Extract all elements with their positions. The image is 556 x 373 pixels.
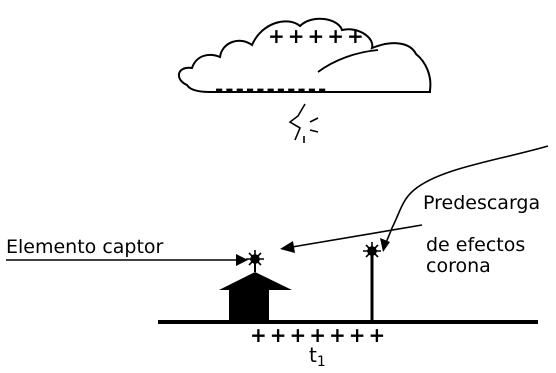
label-elemento-captor: Elemento captor (6, 236, 164, 258)
cloud-inner-line (317, 49, 379, 73)
house-corona-icon (246, 250, 264, 268)
corona-arrow-line (291, 224, 423, 248)
label-predescarga: Predescarga (423, 192, 541, 214)
label-corona: corona (426, 255, 491, 277)
cloud-outline (178, 17, 432, 93)
cloud-positive-charges: +++++ (268, 24, 367, 48)
house-body (229, 287, 269, 321)
ground-positive-charges: +++++++ (250, 323, 389, 347)
cloud-negative-charges: ----------- (215, 77, 329, 101)
captor-arrow-head (236, 254, 248, 266)
corona-arrow-head (280, 241, 295, 253)
mast-corona-icon (363, 242, 381, 260)
spark-icon (288, 103, 319, 143)
label-de-efectos: de efectos (426, 234, 526, 256)
time-subscript: 1 (316, 354, 326, 370)
time-label: t1 (309, 344, 326, 373)
house-roof (219, 272, 292, 290)
time-symbol: t (309, 343, 317, 367)
stepped-leader-arrowhead (380, 238, 390, 252)
stepped-leader-curve (383, 145, 549, 249)
